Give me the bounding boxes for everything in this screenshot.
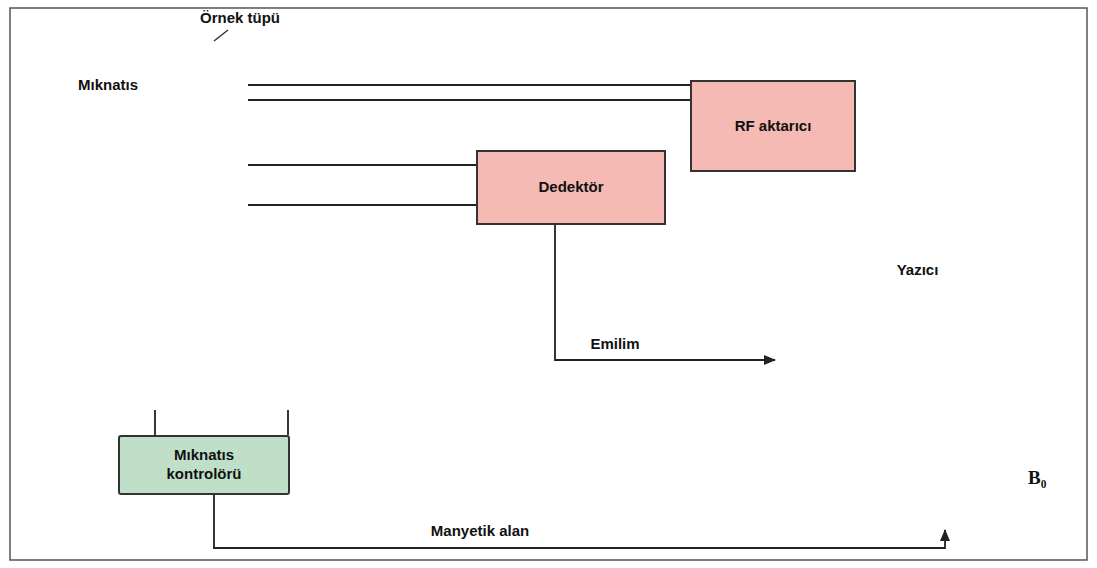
connector bbox=[248, 165, 476, 205]
magnet-controller-box: Mıknatıs kontrolörü bbox=[118, 435, 290, 495]
connector-line bbox=[154, 410, 156, 435]
node-text: Mıknatıs bbox=[78, 76, 138, 95]
connector bbox=[155, 410, 288, 435]
magnet: Mıknatıs bbox=[48, 64, 330, 410]
connector bbox=[248, 85, 690, 100]
rf-coil-turn bbox=[187, 189, 229, 193]
magnet-gap bbox=[173, 63, 254, 229]
node-text: RF aktarıcı bbox=[735, 117, 812, 136]
rf-coil-turn bbox=[187, 153, 229, 157]
coil-winding bbox=[173, 300, 203, 397]
coil-winding bbox=[143, 300, 173, 397]
rf-transmitter-box: RF aktarıcı bbox=[690, 80, 856, 172]
connector-line bbox=[287, 410, 289, 435]
connector-label: Manyetik alan bbox=[428, 522, 532, 539]
magnet-window bbox=[118, 225, 292, 290]
node-text: Mıknatıs kontrolörü bbox=[147, 446, 262, 484]
connector bbox=[214, 495, 945, 548]
rf-coil-frame bbox=[176, 72, 248, 214]
coil-winding bbox=[263, 300, 293, 397]
rf-coil-turn bbox=[187, 171, 229, 175]
rf-coil-turn bbox=[187, 135, 229, 139]
rf-coil-turn bbox=[187, 162, 229, 166]
connector-line bbox=[555, 225, 775, 360]
coil-winding bbox=[203, 300, 233, 397]
leader-line bbox=[214, 30, 228, 41]
node-text: Yazıcı bbox=[775, 261, 1060, 280]
recorder-box: Yazıcı bbox=[775, 258, 1060, 530]
node-text: Dedektör bbox=[538, 178, 603, 197]
rf-coil-turn bbox=[187, 198, 229, 202]
detector-box: Dedektör bbox=[476, 150, 666, 225]
connector-label: Emilim bbox=[587, 335, 642, 352]
connector-line bbox=[248, 164, 476, 166]
connector-line bbox=[248, 204, 476, 206]
magnet-illustration bbox=[48, 64, 330, 410]
rf-coil-turn bbox=[187, 126, 229, 130]
connector-line bbox=[248, 99, 690, 101]
connector bbox=[555, 225, 775, 360]
printer-frame bbox=[776, 290, 1059, 529]
rf-coil-turn bbox=[187, 144, 229, 148]
frame-border bbox=[10, 8, 1087, 560]
magnet-body bbox=[48, 64, 330, 410]
spectrum-peak bbox=[878, 344, 1017, 415]
connector-line bbox=[248, 84, 690, 86]
coil-winding bbox=[233, 300, 263, 397]
sample-tube bbox=[193, 44, 223, 279]
sample-tube-label: Örnek tüpü bbox=[200, 9, 280, 26]
axis-label: B₀ bbox=[1028, 467, 1046, 489]
rf-coil-turn bbox=[187, 180, 229, 184]
recorder-illustration bbox=[775, 258, 1060, 530]
connector-line bbox=[214, 495, 945, 548]
